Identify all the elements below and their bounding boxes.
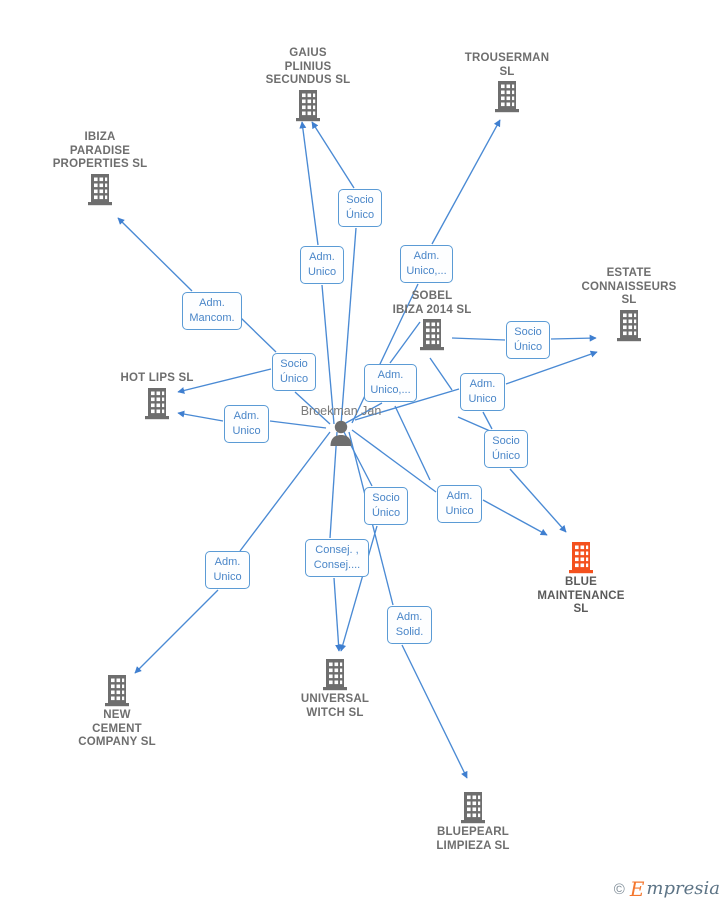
edge-label-adm-unico-bluemaintenance[interactable]: Adm. Unico: [437, 485, 482, 523]
edge-label-consej-universalwitch[interactable]: Consej. , Consej....: [305, 539, 369, 577]
building-icon-highlight: [501, 540, 661, 574]
copyright-symbol: ©: [613, 880, 625, 898]
node-label: BLUEPEARL LIMPIEZA SL: [436, 826, 510, 852]
edge-label-adm-unico-trouserman[interactable]: Adm. Unico,...: [400, 245, 453, 283]
brand-initial: E: [629, 877, 645, 901]
node-label: SOBEL IBIZA 2014 SL: [392, 290, 472, 316]
edge-label-socio-unico-bluemaintenance[interactable]: Socio Único: [484, 430, 528, 468]
edge-label-adm-unico-estate[interactable]: Adm. Unico: [460, 373, 505, 411]
node-universal-witch-sl[interactable]: UNIVERSAL WITCH SL: [255, 657, 415, 720]
brand-name: mpresia: [646, 878, 720, 899]
node-sobel-ibiza-2014-sl[interactable]: SOBEL IBIZA 2014 SL: [352, 288, 512, 351]
node-label: BLUE MAINTENANCE SL: [537, 576, 625, 615]
node-ibiza-paradise-properties-sl[interactable]: IBIZA PARADISE PROPERTIES SL: [20, 129, 180, 206]
edge-label-socio-unico-estate[interactable]: Socio Único: [506, 321, 550, 359]
edge-label-adm-unico-hotlips[interactable]: Adm. Unico: [224, 405, 269, 443]
edge-label-adm-unico-gaius[interactable]: Adm. Unico: [300, 246, 344, 284]
node-hot-lips-sl[interactable]: HOT LIPS SL: [77, 370, 237, 420]
node-label: IBIZA PARADISE PROPERTIES SL: [52, 131, 148, 170]
building-icon: [393, 790, 553, 824]
node-label: GAIUS PLINIUS SECUNDUS SL: [265, 47, 351, 86]
node-label: HOT LIPS SL: [120, 372, 194, 384]
edge-label-adm-mancom-ibiza[interactable]: Adm. Mancom.: [182, 292, 242, 330]
node-blue-maintenance-sl[interactable]: BLUE MAINTENANCE SL: [501, 540, 661, 617]
edge-label-adm-unico-sobel[interactable]: Adm. Unico,...: [364, 364, 417, 402]
node-bluepearl-limpieza-sl[interactable]: BLUEPEARL LIMPIEZA SL: [393, 790, 553, 853]
building-icon: [228, 88, 388, 122]
node-estate-connaisseurs-sl[interactable]: ESTATE CONNAISSEURS SL: [549, 265, 709, 342]
node-gaius-plinius-secundus-sl[interactable]: GAIUS PLINIUS SECUNDUS SL: [228, 45, 388, 122]
building-icon: [77, 386, 237, 420]
person-name-label: Broekman Jan: [300, 404, 382, 418]
watermark: © E mpresia: [613, 877, 720, 901]
node-broekman-jan[interactable]: Broekman Jan: [261, 404, 421, 447]
building-icon: [427, 79, 587, 113]
node-trouserman-sl[interactable]: TROUSERMAN SL: [427, 50, 587, 113]
building-icon: [255, 657, 415, 691]
building-icon: [352, 317, 512, 351]
edge-label-socio-unico-hotlips[interactable]: Socio Único: [272, 353, 316, 391]
edge-label-adm-solid-bluepearl[interactable]: Adm. Solid.: [387, 606, 432, 644]
building-icon: [37, 673, 197, 707]
node-label: TROUSERMAN SL: [464, 52, 550, 78]
edge-label-socio-unico-gaius[interactable]: Socio Único: [338, 189, 382, 227]
node-label: UNIVERSAL WITCH SL: [300, 693, 370, 719]
edge-label-adm-unico-newcement[interactable]: Adm. Unico: [205, 551, 250, 589]
node-label: ESTATE CONNAISSEURS SL: [581, 267, 677, 306]
edge-label-socio-unico-universalwitch[interactable]: Socio Único: [364, 487, 408, 525]
building-icon: [20, 172, 180, 206]
building-icon: [549, 308, 709, 342]
node-new-cement-company-sl[interactable]: NEW CEMENT COMPANY SL: [37, 673, 197, 750]
node-label: NEW CEMENT COMPANY SL: [78, 709, 156, 748]
person-icon: [261, 419, 421, 447]
